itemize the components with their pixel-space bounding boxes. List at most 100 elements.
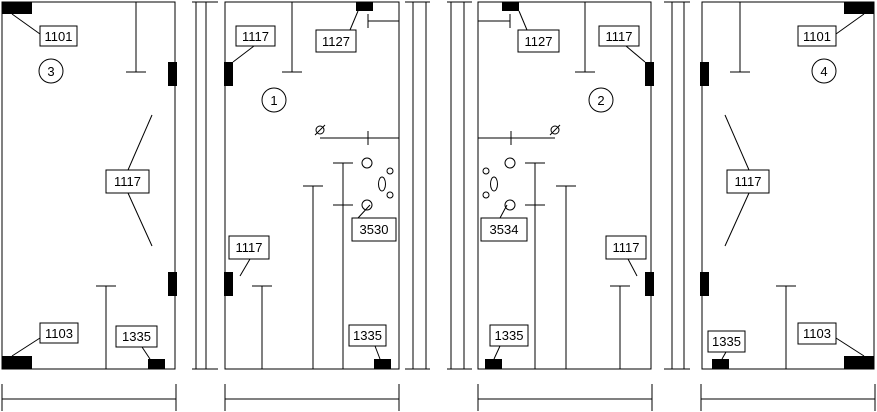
panel-3-label-box-1117 <box>105 169 150 194</box>
panel-3-number-circle <box>38 58 64 84</box>
panel-2-label-1127: 1127 <box>525 34 553 49</box>
panel-2-hole-oval <box>490 176 498 192</box>
panel-2-label-box-1117-bottom <box>605 235 647 260</box>
panel-2-hardware-right-bottom <box>645 272 654 296</box>
panel-2-leader-3534 <box>499 204 508 219</box>
panel-1-label-box-1127 <box>315 29 357 53</box>
panel-4-label-box-1101 <box>797 25 837 47</box>
panel-1-hole-small-b <box>386 191 394 199</box>
panel-3-hinge-bottom-left <box>2 356 32 369</box>
panel-2-number: 2 <box>597 93 604 108</box>
panel-1-number: 1 <box>270 93 277 108</box>
panel-4-leader-1103 <box>835 337 865 357</box>
panel-1-label-box-1335 <box>348 324 387 347</box>
panel-3-number: 3 <box>47 64 54 79</box>
panel-2-label-3534: 3534 <box>490 222 519 237</box>
panel-2-label-1117-top: 1117 <box>606 29 633 44</box>
panel-3-label-1117: 1117 <box>114 174 141 189</box>
panel-1-leader-1117-top <box>232 45 255 63</box>
panel-2-hole-upper <box>504 157 516 169</box>
panel-1-keyway-icon <box>315 125 325 135</box>
panel-4-hardware-left-top <box>700 62 709 86</box>
panel-2-hole-small-a <box>482 167 490 175</box>
panel-4-label-box-1103 <box>797 322 837 345</box>
panel-4-label-1101: 1101 <box>803 29 831 44</box>
panel-1-label-1127: 1127 <box>322 34 350 49</box>
panel-3-leader-1335 <box>141 346 151 360</box>
panel-4-label-box-1335 <box>707 330 746 353</box>
panel-4-swing-line-lower <box>724 192 750 247</box>
panel-4-outline <box>701 1 875 370</box>
panel-1-closer-top <box>356 2 373 11</box>
panel-1-keyway-slash <box>314 124 326 136</box>
panel-2-label-box-1127 <box>517 29 560 53</box>
panel-3-label-box-1101 <box>39 25 78 47</box>
panel-1-label-box-3530 <box>351 217 397 242</box>
panel-1-label-1335: 1335 <box>353 328 382 343</box>
panel-2-hole-small-b <box>482 191 490 199</box>
panel-2-hole-lower <box>504 199 516 211</box>
panel-1-label-1117-top: 1117 <box>242 29 269 44</box>
panel-1-hardware-left-top <box>224 62 233 86</box>
panel-4-number: 4 <box>820 64 827 79</box>
panel-3-hardware-right-top <box>168 62 177 86</box>
panel-1-label-3530: 3530 <box>360 222 389 237</box>
panel-1-label-box-1117-top <box>235 25 276 47</box>
panel-1-label-box-1117-bottom <box>228 235 270 260</box>
panel-2-label-1117-bottom: 1117 <box>613 240 640 255</box>
panel-3: 3 1101 1117 1103 1335 <box>1 1 177 370</box>
panel-2-label-box-1335 <box>489 324 529 347</box>
panel-3-leader-1103 <box>11 337 41 357</box>
panel-4-label-box-1117 <box>726 169 770 194</box>
panel-1-closer-bottom <box>374 359 391 369</box>
panel-2-leader-1127 <box>518 10 528 31</box>
panel-3-label-1335: 1335 <box>122 329 151 344</box>
panel-1-hole-oval <box>378 176 386 192</box>
panel-2-outline <box>477 1 652 370</box>
panel-4: 4 1101 1117 1335 1103 <box>700 1 875 370</box>
panel-2-number-circle <box>588 87 614 113</box>
panel-4-swing-line-upper <box>724 114 750 171</box>
panel-3-label-box-1335 <box>115 325 158 348</box>
panel-3-label-box-1103 <box>39 322 79 344</box>
panel-1-leader-1335 <box>374 345 381 360</box>
panel-2-keyway-slash <box>549 124 561 136</box>
panel-4-hinge-top-right <box>844 2 874 14</box>
panel-2-leader-1335 <box>493 345 501 360</box>
panel-1-hardware-left-bottom <box>224 272 233 296</box>
panel-2: 2 1127 1117 3534 1117 1335 <box>477 1 654 370</box>
panel-3-label-1101: 1101 <box>45 29 73 44</box>
panel-4-label-1335: 1335 <box>712 334 741 349</box>
panel-2-closer-bottom <box>485 359 502 369</box>
panel-2-label-box-3534 <box>480 217 528 242</box>
panel-2-keyway-icon <box>550 125 560 135</box>
panel-2-hardware-right-top <box>645 62 654 86</box>
panel-3-swing-line-upper <box>127 114 153 171</box>
panel-1-leader-1127 <box>349 10 359 31</box>
panel-2-label-1335: 1335 <box>495 328 524 343</box>
panel-1-hole-small-a <box>386 167 394 175</box>
panel-1: 1 1117 1127 3530 1117 1335 <box>224 1 400 370</box>
panel-1-leader-1117-bottom <box>239 258 251 277</box>
panel-2-closer-top <box>502 2 519 11</box>
panel-4-label-1103: 1103 <box>803 326 831 341</box>
panel-3-hinge-top-left <box>2 2 32 14</box>
panel-3-label-1103: 1103 <box>45 326 73 341</box>
panel-4-leader-1335 <box>721 351 727 360</box>
panel-4-label-1117: 1117 <box>735 174 762 189</box>
panel-2-leader-1117-bottom <box>627 258 638 277</box>
panel-3-leader-1101 <box>11 13 41 35</box>
panel-1-outline <box>224 1 400 370</box>
panel-1-leader-3530 <box>357 204 371 219</box>
panel-1-hole-upper <box>361 157 373 169</box>
panel-1-hole-lower <box>361 199 373 211</box>
panel-4-hinge-bottom-right <box>844 356 874 369</box>
panel-3-closer-bottom <box>148 359 165 369</box>
panel-4-leader-1101 <box>835 13 865 35</box>
panel-3-swing-line-lower <box>127 192 153 247</box>
dimension-lines <box>1 384 876 411</box>
panel-3-outline <box>1 1 176 370</box>
panel-2-label-box-1117-top <box>598 25 640 47</box>
